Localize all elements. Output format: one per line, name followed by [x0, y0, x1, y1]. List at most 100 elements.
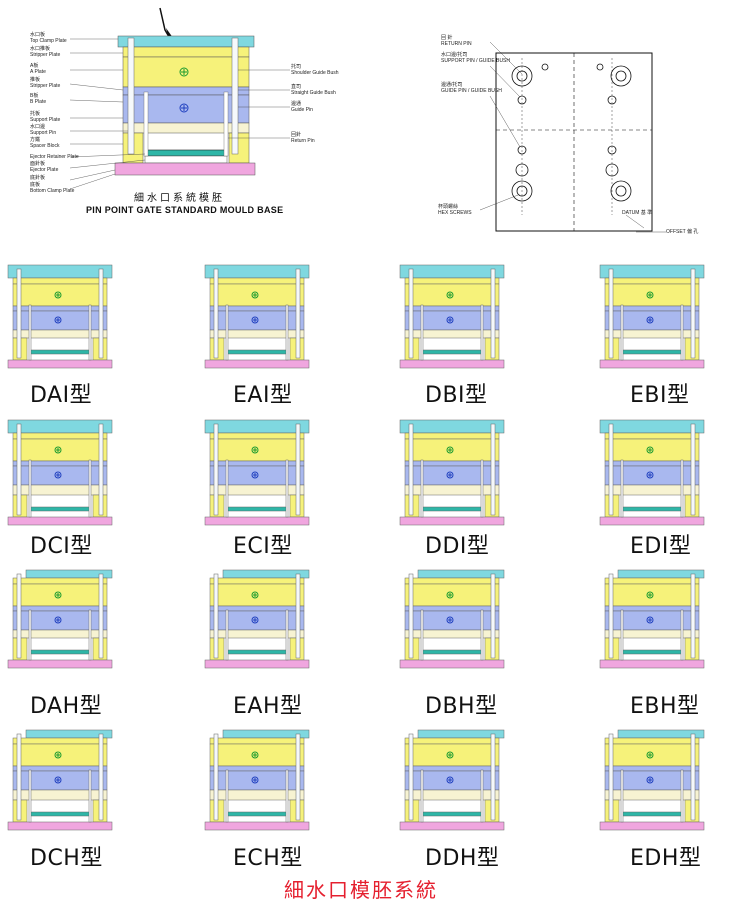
bottom-clamp-plate [204, 659, 310, 669]
mould-thumbnail [399, 264, 505, 369]
footer-title: 細水口模胚系統 [284, 878, 438, 902]
stripper-plate [604, 577, 700, 585]
ejector-plate [421, 649, 483, 655]
mould-type-label: DDI型 [425, 534, 490, 559]
guide-pin-right [295, 268, 301, 359]
mould-thumbnail [399, 419, 505, 526]
support-plate [604, 629, 700, 639]
stripper-plate-lower [12, 460, 108, 467]
a-plate-marker-cross [448, 293, 452, 297]
guide-pin-left [16, 423, 22, 516]
support-plate [604, 484, 700, 496]
stripper-plate [12, 277, 108, 285]
return-pin-right [285, 769, 289, 823]
guide-pin-right [690, 573, 696, 659]
guide-pin-left [408, 733, 414, 821]
b-plate-marker-cross [648, 473, 652, 477]
return-pin-right [480, 609, 484, 661]
stripper-plate [404, 432, 500, 440]
guide-pin-right [690, 268, 696, 359]
top-clamp-plate [7, 264, 113, 279]
return-pin-right [680, 304, 684, 361]
guide-pin-right [690, 733, 696, 821]
top-clamp-plate [7, 419, 113, 434]
a-plate-marker-cross [56, 753, 60, 757]
b-plate-marker-cross [253, 318, 257, 322]
ejector-plate [29, 506, 91, 512]
mould-thumbnail [7, 419, 113, 526]
b-plate-marker-cross [253, 618, 257, 622]
support-plate [404, 484, 500, 496]
stripper-plate-lower [12, 305, 108, 312]
mould-type-label: DCI型 [30, 534, 93, 559]
a-plate-marker-cross [253, 448, 257, 452]
ejector-plate [621, 811, 683, 817]
stripper-plate [209, 737, 305, 745]
top-clamp-plate [399, 419, 505, 434]
stripper-plate [209, 277, 305, 285]
stripper-plate-lower [209, 765, 305, 772]
a-plate-marker-cross [56, 448, 60, 452]
a-plate-marker-cross [253, 293, 257, 297]
support-plate [12, 629, 108, 639]
return-pin-left [420, 459, 424, 518]
mould-type-label: EAI型 [233, 383, 293, 408]
top-clamp-plate [599, 419, 705, 434]
stripper-plate [604, 737, 700, 745]
mould-type-label: ECH型 [233, 846, 303, 871]
bottom-clamp-plate [599, 821, 705, 831]
ejector-plate [226, 811, 288, 817]
return-pin-left [420, 769, 424, 823]
stripper-plate-lower [604, 605, 700, 612]
stripper-plate-lower [209, 305, 305, 312]
guide-pin-left [16, 733, 22, 821]
stripper-plate-lower [12, 765, 108, 772]
top-clamp-plate [399, 264, 505, 279]
mould-type-label: EDI型 [630, 534, 692, 559]
a-plate-marker-cross [56, 593, 60, 597]
guide-pin-left [16, 573, 22, 659]
bottom-clamp-plate [7, 516, 113, 526]
support-plate [404, 329, 500, 339]
mould-type-label: ECI型 [233, 534, 293, 559]
ejector-plate [226, 349, 288, 355]
b-plate-marker-cross [448, 778, 452, 782]
return-pin-left [28, 459, 32, 518]
guide-pin-left [408, 573, 414, 659]
ejector-plate [226, 506, 288, 512]
mould-type-label: DCH型 [30, 846, 103, 871]
stripper-plate [404, 737, 500, 745]
label-row: 底針板 [30, 175, 46, 181]
support-plate [404, 629, 500, 639]
mould-thumbnail [7, 569, 113, 669]
a-plate-marker-cross [648, 593, 652, 597]
return-pin-left [225, 769, 229, 823]
support-plate [604, 789, 700, 801]
guide-pin-right [490, 573, 496, 659]
a-plate-marker-cross [253, 593, 257, 597]
ejector-plate [421, 349, 483, 355]
mould-type-label: DDH型 [425, 846, 500, 871]
return-pin-left [225, 609, 229, 661]
bottom-clamp-plate [7, 359, 113, 369]
return-pin-right [480, 769, 484, 823]
mould-type-label: DBH型 [425, 694, 498, 719]
return-pin-left [28, 609, 32, 661]
guide-pin-right [98, 268, 104, 359]
guide-pin-right [295, 733, 301, 821]
return-pin-right [480, 304, 484, 361]
return-pin-right [88, 459, 92, 518]
mould-thumbnail [204, 569, 310, 669]
support-plate [209, 484, 305, 496]
b-plate-marker-cross [648, 618, 652, 622]
bottom-clamp-plate [399, 359, 505, 369]
return-pin-right [285, 304, 289, 361]
stripper-plate [604, 432, 700, 440]
